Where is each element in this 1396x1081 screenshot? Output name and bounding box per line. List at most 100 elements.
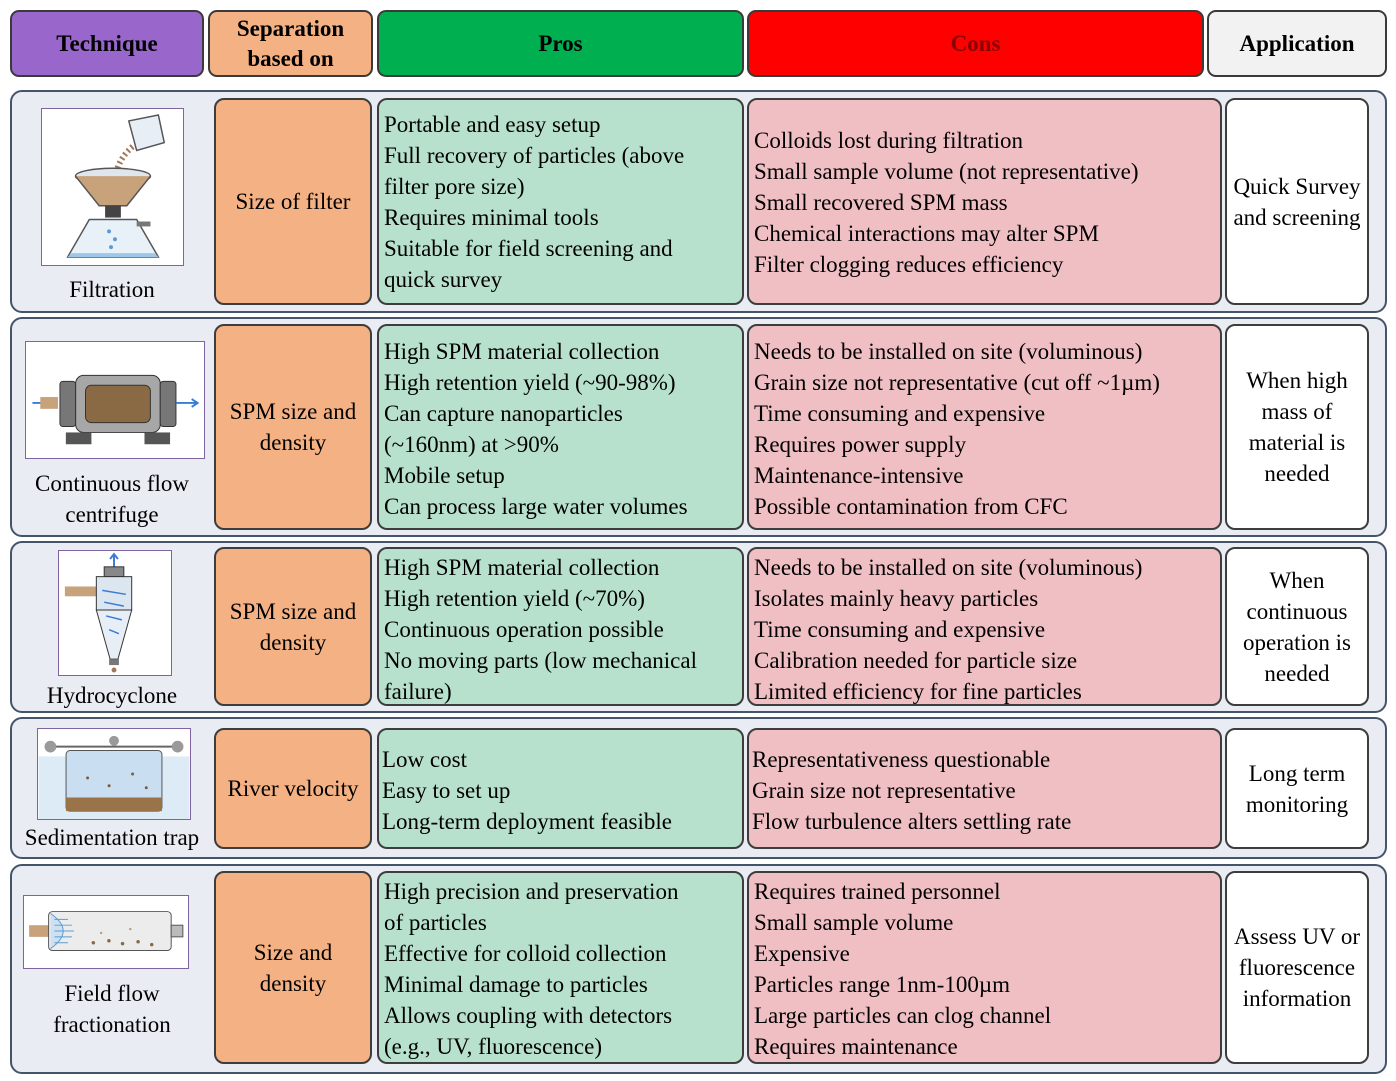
application-label: When high mass of material is needed	[1246, 368, 1348, 486]
cons-cell: Representativeness questionable Grain si…	[747, 728, 1222, 849]
cons-item: Requires trained personnel	[754, 879, 1001, 904]
pros-item: of particles	[384, 910, 487, 935]
hydrocyclone-icon	[64, 552, 133, 673]
cons-item: Large particles can clog channel	[754, 1003, 1052, 1028]
header-cons-label: Cons	[950, 30, 1001, 56]
pros-item: Portable and easy setup	[384, 112, 601, 137]
field-flow-illustration	[23, 895, 189, 969]
technique-cell: Filtration	[14, 98, 210, 306]
pros-cell: High SPM material collection High retent…	[377, 547, 744, 706]
cons-item: Time consuming and expensive	[754, 401, 1046, 426]
pros-cell: High precision and preservation of parti…	[377, 871, 744, 1064]
header-technique: Technique	[10, 10, 204, 77]
cons-item: Small recovered SPM mass	[754, 190, 1008, 215]
technique-cell: Continuous flow centrifuge	[14, 324, 210, 532]
header-separation-label: Separation based on	[236, 15, 345, 71]
pros-item: High precision and preservation	[384, 879, 679, 904]
technique-label: Field flow fractionation	[53, 981, 171, 1037]
pros-item: Long-term deployment feasible	[382, 809, 672, 834]
technique-label: Hydrocyclone	[46, 683, 178, 708]
pros-cell: Low cost Easy to set up Long-term deploy…	[377, 728, 744, 849]
header-application-label: Application	[1239, 30, 1355, 56]
pros-item: High retention yield (~90-98%)	[384, 370, 676, 395]
separation-label: Size of filter	[235, 189, 351, 214]
technique-label: Filtration	[69, 277, 155, 302]
pros-item: High SPM material collection	[384, 555, 660, 580]
technique-cell: Sedimentation trap	[14, 722, 210, 854]
cons-item: Flow turbulence alters settling rate	[752, 809, 1072, 834]
application-label: When continuous operation is needed	[1243, 567, 1351, 686]
technique-label: Continuous flow centrifuge	[35, 471, 189, 527]
application-label: Assess UV or fluorescence information	[1233, 924, 1361, 1011]
cons-item: Requires power supply	[754, 432, 967, 457]
separation-cell: Size of filter	[214, 98, 372, 305]
cons-item: Limited efficiency for fine particles	[754, 679, 1082, 704]
application-cell: Assess UV or fluorescence information	[1225, 871, 1369, 1064]
cons-item: Small sample volume (not representative)	[754, 159, 1139, 184]
pros-item: Low cost	[382, 747, 467, 772]
cons-item: Maintenance-intensive	[754, 463, 964, 488]
cons-item: Filter clogging reduces efficiency	[754, 252, 1064, 277]
cons-item: Calibration needed for particle size	[754, 648, 1078, 673]
header-pros-label: Pros	[538, 30, 583, 56]
pros-cell: Portable and easy setup Full recovery of…	[377, 98, 744, 305]
cons-item: Representativeness questionable	[752, 747, 1051, 772]
cons-cell: Needs to be installed on site (voluminou…	[747, 324, 1222, 530]
cons-item: Small sample volume	[754, 910, 954, 935]
technique-cell: Field flow fractionation	[14, 870, 210, 1068]
application-label: Quick Survey and screening	[1233, 173, 1361, 230]
field-flow-channel-icon	[29, 911, 184, 951]
pros-item: (e.g., UV, fluorescence)	[384, 1034, 602, 1059]
separation-cell: SPM size and density	[214, 324, 372, 530]
pros-item: failure)	[384, 679, 452, 704]
header-cons: Cons	[747, 10, 1204, 77]
cons-cell: Needs to be installed on site (voluminou…	[747, 547, 1222, 706]
header-pros: Pros	[377, 10, 744, 77]
separation-cell: SPM size and density	[214, 547, 372, 706]
pros-item: Requires minimal tools	[384, 205, 599, 230]
separation-label: SPM size and density	[229, 399, 357, 455]
application-label: Long term monitoring	[1245, 760, 1349, 817]
pros-item: High retention yield (~70%)	[384, 586, 645, 611]
centrifuge-illustration	[25, 341, 205, 459]
cons-item: Grain size not representative	[752, 778, 1016, 803]
pros-item: High SPM material collection	[384, 339, 660, 364]
pros-item: Allows coupling with detectors	[384, 1003, 673, 1028]
pros-item: quick survey	[384, 267, 503, 292]
filtration-apparatus-icon	[66, 114, 166, 258]
cons-item: Needs to be installed on site (voluminou…	[754, 555, 1143, 580]
pros-item: Full recovery of particles (above	[384, 143, 685, 168]
cons-item: Grain size not representative (cut off ~…	[754, 370, 1160, 395]
pros-item: Continuous operation possible	[384, 617, 664, 642]
cons-item: Time consuming and expensive	[754, 617, 1046, 642]
cons-item: Colloids lost during filtration	[754, 128, 1023, 153]
hydrocyclone-illustration	[58, 550, 172, 676]
application-cell: Quick Survey and screening	[1225, 98, 1369, 305]
header-application: Application	[1207, 10, 1387, 77]
separation-cell: River velocity	[214, 728, 372, 849]
cons-item: Requires maintenance	[754, 1034, 958, 1059]
cons-item: Expensive	[754, 941, 850, 966]
pros-item: Can process large water volumes	[384, 494, 688, 519]
header-technique-label: Technique	[56, 30, 158, 56]
pros-item: Effective for colloid collection	[384, 941, 667, 966]
pros-cell: High SPM material collection High retent…	[377, 324, 744, 530]
pros-item: No moving parts (low mechanical	[384, 648, 697, 673]
centrifuge-icon	[32, 374, 200, 445]
sedimentation-trap-icon	[38, 735, 190, 819]
separation-label: Size and density	[253, 939, 333, 996]
pros-item: Suitable for field screening and	[384, 236, 673, 261]
cons-item: Needs to be installed on site (voluminou…	[754, 339, 1143, 364]
cons-item: Chemical interactions may alter SPM	[754, 221, 1099, 246]
cons-item: Isolates mainly heavy particles	[754, 586, 1039, 611]
application-cell: When high mass of material is needed	[1225, 324, 1369, 530]
pros-item: (~160nm) at >90%	[384, 432, 559, 457]
sedimentation-trap-illustration	[37, 728, 191, 820]
pros-item: Minimal damage to particles	[384, 972, 648, 997]
cons-cell: Requires trained personnel Small sample …	[747, 871, 1222, 1064]
cons-cell: Colloids lost during filtration Small sa…	[747, 98, 1222, 305]
application-cell: When continuous operation is needed	[1225, 547, 1369, 706]
cons-item: Possible contamination from CFC	[754, 494, 1068, 519]
technique-label: Sedimentation trap	[24, 825, 200, 850]
separation-cell: Size and density	[214, 871, 372, 1064]
